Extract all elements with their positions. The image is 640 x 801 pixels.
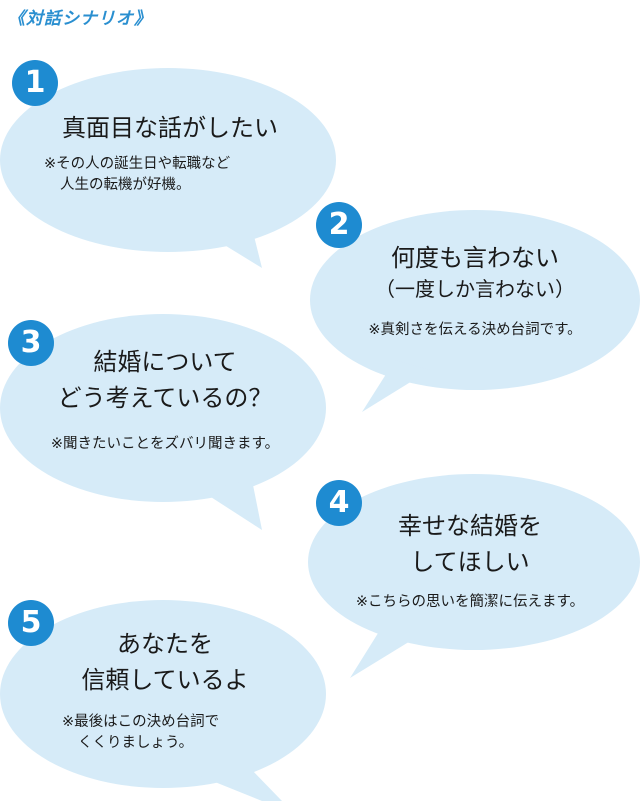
main-line: 幸せな結婚を — [398, 512, 542, 540]
step-number-badge: 2 — [316, 202, 362, 248]
bubble-4-main-text: 幸せな結婚を してほしい — [320, 508, 620, 580]
bubble-2-sub-text: （一度しか言わない） — [375, 277, 575, 301]
note-line: ※最後はこの決め台詞で — [62, 714, 220, 730]
note-line: ※その人の誕生日や転職など — [44, 156, 231, 172]
bubble-4-note: ※こちらの思いを簡潔に伝えます。 — [320, 592, 620, 613]
bubble-1-note: ※その人の誕生日や転職など 人生の転機が好機。 — [44, 154, 324, 196]
main-line: してほしい — [410, 548, 530, 576]
step-number-badge: 4 — [316, 480, 362, 526]
speech-bubble-1 — [0, 68, 336, 268]
step-number-badge: 1 — [12, 60, 58, 106]
bubble-3-note: ※聞きたいことをズバリ聞きます。 — [10, 434, 320, 455]
note-line: ※聞きたいことをズバリ聞きます。 — [50, 436, 280, 452]
note-line: ※真剣さを伝える決め台詞です。 — [368, 322, 582, 338]
step-number-badge: 3 — [8, 320, 54, 366]
speech-bubble-5 — [0, 600, 326, 801]
note-line: ※こちらの思いを簡潔に伝えます。 — [355, 594, 585, 610]
speech-bubble-4 — [308, 474, 640, 678]
diagram-title: 《対話シナリオ》 — [8, 9, 152, 29]
bubble-2-note: ※真剣さを伝える決め台詞です。 — [330, 320, 620, 341]
bubble-3-main-text: 結婚について どう考えているの？ — [10, 344, 320, 416]
main-line: 真面目な話がしたい — [62, 114, 278, 142]
note-line: 人生の転機が好機。 — [60, 177, 191, 193]
bubble-5-note: ※最後はこの決め台詞で くくりましょう。 — [62, 712, 302, 754]
main-line: 信頼しているよ — [81, 666, 249, 694]
speech-bubble-3 — [0, 314, 326, 530]
main-line: 結婚について — [93, 348, 237, 376]
speech-bubble-2 — [310, 210, 640, 412]
bubble-2-main-text: 何度も言わない — [330, 240, 620, 276]
bubble-1-main-text: 真面目な話がしたい — [20, 110, 320, 146]
main-line: 何度も言わない — [391, 244, 559, 272]
bubble-5-main-text: あなたを 信頼しているよ — [10, 626, 320, 698]
note-line: くくりましょう。 — [78, 735, 194, 751]
step-number-badge: 5 — [8, 600, 54, 646]
main-line: どう考えているの？ — [57, 384, 273, 412]
main-line: あなたを — [117, 630, 213, 658]
